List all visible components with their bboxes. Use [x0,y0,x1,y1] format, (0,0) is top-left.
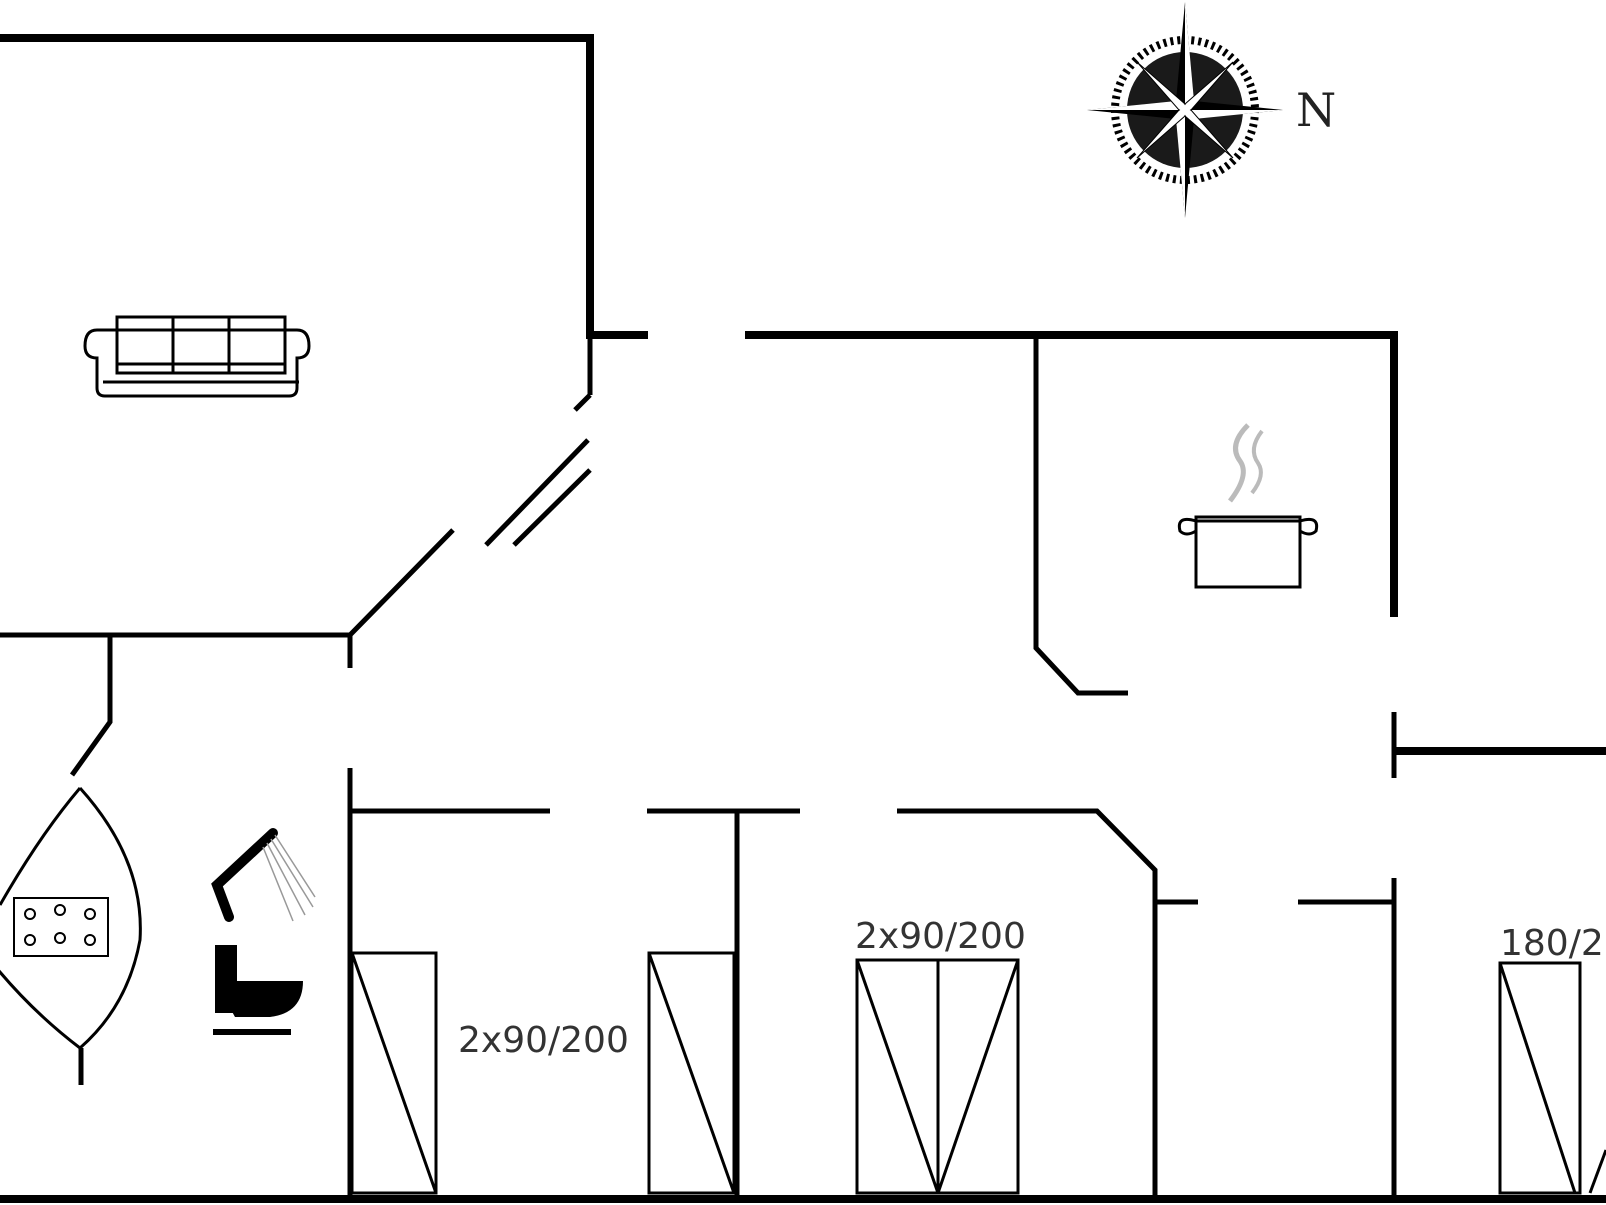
compass-north-label: N [1296,83,1336,137]
kitchen-inner-wall [1033,335,1128,696]
cooking-pot-icon [1177,423,1319,589]
sofa-icon [83,315,311,398]
kitchen-outer-wall [745,331,1398,617]
living-room-outer-wall [0,34,648,339]
sliding-door [484,438,590,547]
bed-size-label: 2x90/200 [458,1020,629,1061]
bed [1498,961,1606,1195]
whirlpool-bath-icon [0,786,142,1050]
bedroom-divider-wall [897,808,1158,1195]
sliding-door [512,468,592,547]
bed-size-label: 180/2 [1500,923,1604,964]
bathroom-wall [69,635,113,777]
bed [647,951,736,1195]
shower-icon [211,828,316,922]
toilet-icon [213,945,303,1035]
walls [0,34,1606,1203]
bed [936,958,1020,1195]
wall-segment [573,393,592,412]
bed-size-label: 2x90/200 [855,916,1026,957]
compass-rose-icon [1087,2,1283,218]
bed [350,951,438,1195]
